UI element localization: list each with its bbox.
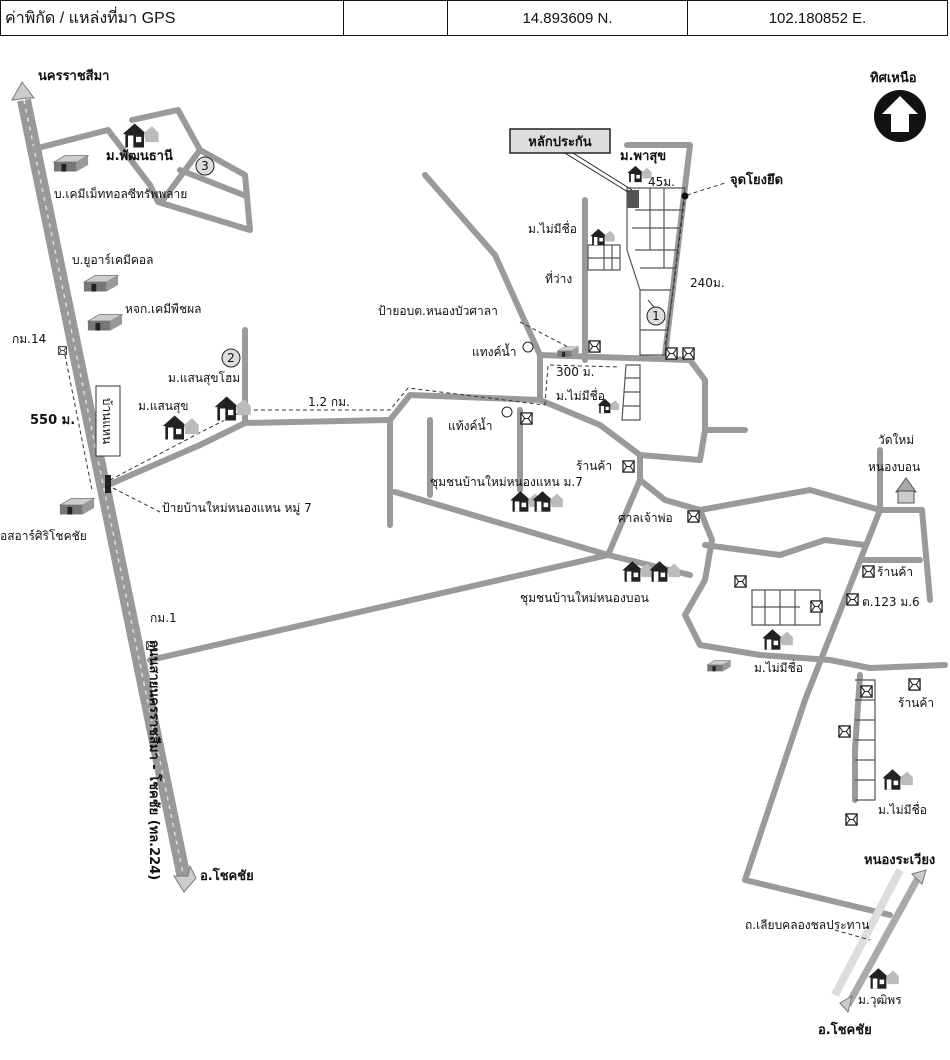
gps-longitude: 102.180852 E.	[768, 9, 867, 27]
label-45m: 45ม.	[648, 175, 675, 189]
signboard: บ้านแหน	[95, 385, 121, 457]
collateral-label: หลักประกัน	[528, 135, 591, 150]
label-nakhon-ratchasima: นครราชสีมา	[38, 68, 109, 84]
temple-icon	[895, 477, 917, 504]
shop-icon	[588, 340, 601, 353]
label-noname-2: ม.ไม่มีชื่อ	[556, 387, 605, 403]
gps-latitude: 14.893609 N.	[448, 1, 688, 35]
label-water-tank-2: แท้งค์น้ำ	[448, 417, 492, 433]
marker-2: 2	[227, 351, 235, 365]
collateral-callout: หลักประกัน	[509, 128, 611, 154]
label-sr-sirichokchai: อสอาร์ศิริโชคชัย	[0, 529, 87, 543]
label-vacant: ที่ว่าง	[545, 270, 572, 286]
arrow-north-icon	[11, 81, 35, 101]
km-post-icon	[58, 346, 67, 355]
shop-icon	[846, 593, 859, 606]
label-shrine: ศาลเจ้าพ่อ	[618, 511, 673, 525]
label-shop-3: ร้านค้า	[898, 696, 934, 710]
shop-icon	[838, 725, 851, 738]
label-canal-road: ถ.เลียบคลองชลประทาน	[745, 918, 870, 932]
houses	[122, 123, 913, 989]
shop-markers	[58, 340, 921, 826]
north-indicator: ทิศเหนือ	[870, 70, 926, 142]
factory-icon	[83, 274, 119, 293]
map-labels: นครราชสีมา ม.พัฒนธานี บ.เคมีเม็ททอลซีทรั…	[0, 68, 935, 1038]
shop-icon	[665, 347, 678, 360]
shop-icon	[687, 510, 700, 523]
label-shop-1: ร้านค้า	[576, 459, 612, 473]
label-pattana: ม.พัฒนธานี	[106, 148, 173, 164]
factory-icon	[706, 659, 732, 672]
water-tank-icon	[501, 406, 513, 418]
numbered-markers: 1 2 3	[195, 156, 666, 368]
label-community-nongbon: ชุมชนบ้านใหม่หนองบอน	[520, 591, 649, 606]
house-icon	[122, 123, 159, 148]
label-saensuk: ม.แสนสุข	[138, 399, 189, 414]
label-550m: 550 ม.	[30, 413, 75, 428]
house-icon	[532, 491, 563, 512]
label-chokchai-2: อ.โชคชัย	[818, 1021, 872, 1038]
factory-icon	[53, 154, 89, 173]
label-saensuk-home: ม.แสนสุขโฮม	[168, 371, 240, 386]
label-noname-3: ม.ไม่มีชื่อ	[754, 659, 803, 675]
label-km14: กม.14	[12, 332, 46, 346]
arrow-south-icon	[173, 864, 197, 893]
factory-icon	[59, 497, 95, 516]
label-300m: 300 ม.	[556, 365, 594, 379]
roads	[27, 107, 948, 918]
shop-icon	[908, 678, 921, 691]
label-anchor-point: จุดโยงยึด	[730, 171, 783, 188]
label-ur-chem: บ.ยูอาร์เคมีคอล	[72, 253, 153, 268]
shop-icon	[622, 460, 635, 473]
shop-icon	[862, 565, 875, 578]
label-village-sign: ป้ายบ้านใหม่หนองแหน หมู่ 7	[162, 501, 312, 516]
label-chem-plant: หจก.เคมีพืชผล	[125, 302, 202, 316]
label-noname-1: ม.ไม่มีชื่อ	[528, 220, 577, 236]
marker-1: 1	[652, 309, 660, 323]
shop-icon	[810, 600, 823, 613]
label-water-tank-1: แทงค์น้ำ	[472, 343, 516, 359]
label-km1: กม.1	[150, 611, 177, 625]
shop-icon	[520, 412, 533, 425]
label-nongrawiang: หนองระเวียง	[864, 852, 935, 868]
label-shop-2: ร้านค้า	[877, 565, 913, 579]
label-noname-4: ม.ไม่มีชื่อ	[878, 801, 927, 817]
gps-label: ค่าพิกัด / แหล่งที่มา GPS	[1, 1, 344, 35]
label-sign-board: บ้านแหน	[100, 398, 114, 444]
house-icon	[762, 629, 793, 650]
shop-icon	[682, 347, 695, 360]
factory-icon	[87, 313, 123, 332]
label-highway: ถนนสายนครราชสีมา - โชคชัย (ทล.224)	[146, 640, 163, 880]
label-t123: ต.123 ม.6	[862, 595, 920, 609]
label-community-nonghaen: ชุมชนบ้านใหม่หนองแหน ม.7	[430, 475, 583, 490]
marker-3: 3	[201, 159, 209, 173]
house-icon	[882, 769, 913, 790]
label-240m: 240ม.	[690, 276, 725, 290]
house-icon	[590, 228, 615, 246]
shop-icon	[845, 813, 858, 826]
north-label: ทิศเหนือ	[870, 70, 917, 86]
shop-icon	[734, 575, 747, 588]
gps-empty-cell	[344, 1, 448, 35]
label-pasuk: ม.พาสุข	[620, 149, 666, 164]
canal-road	[831, 868, 927, 1014]
label-wutiporn: ม.วุฒิพร	[858, 993, 902, 1008]
highway-224	[11, 81, 197, 893]
gps-coordinate-table: ค่าพิกัด / แหล่งที่มา GPS 14.893609 N. 1…	[0, 0, 948, 36]
anchor-point	[681, 192, 689, 200]
house-icon	[868, 968, 899, 989]
label-temple-2: หนองบอน	[868, 460, 920, 474]
label-1-2-km: 1.2 กม.	[308, 395, 350, 409]
location-map: 1 2 3 ทิศเหนือ หลักประกัน นครราชสีมา ม.พ…	[0, 68, 948, 1038]
shop-icon	[860, 685, 873, 698]
collateral-plot	[627, 190, 639, 208]
water-tank-icon	[522, 341, 534, 353]
label-chokchai: อ.โชคชัย	[200, 867, 254, 884]
label-obt-sign: ป้ายอบต.หนองบัวศาลา	[378, 304, 498, 318]
village-sign	[105, 475, 111, 493]
route-guides	[64, 147, 871, 941]
label-temple-1: วัดใหม่	[878, 433, 914, 447]
label-chem-metal: บ.เคมีเม็ททอลซีทรัพพลาย	[54, 186, 187, 201]
